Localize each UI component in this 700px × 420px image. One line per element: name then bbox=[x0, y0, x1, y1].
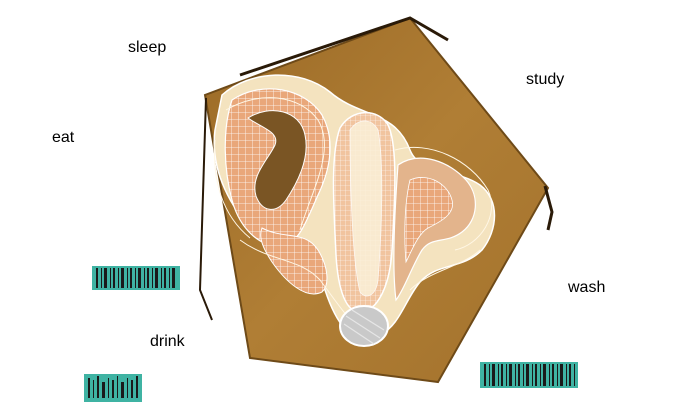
grey-disc-stripes bbox=[343, 309, 385, 345]
barcode-icon-bottom-left bbox=[84, 374, 142, 402]
mesh-lobe-lower bbox=[260, 227, 328, 295]
pentagon-rim-left bbox=[198, 97, 213, 321]
mesh-lobe-right-inner bbox=[404, 177, 454, 264]
label-sleep: sleep bbox=[128, 39, 167, 56]
pentagon-rim-right bbox=[543, 185, 554, 231]
barcode-icon-left bbox=[92, 266, 180, 290]
label-drink: drink bbox=[150, 333, 185, 350]
mesh-dark-band bbox=[247, 110, 307, 210]
pentagon-rim-top bbox=[239, 16, 449, 77]
barcode-icon-right bbox=[480, 362, 578, 388]
label-wash: wash bbox=[568, 279, 606, 296]
label-study: study bbox=[526, 71, 565, 88]
mesh-tube-highlight bbox=[349, 120, 383, 297]
label-eat: eat bbox=[52, 129, 75, 146]
